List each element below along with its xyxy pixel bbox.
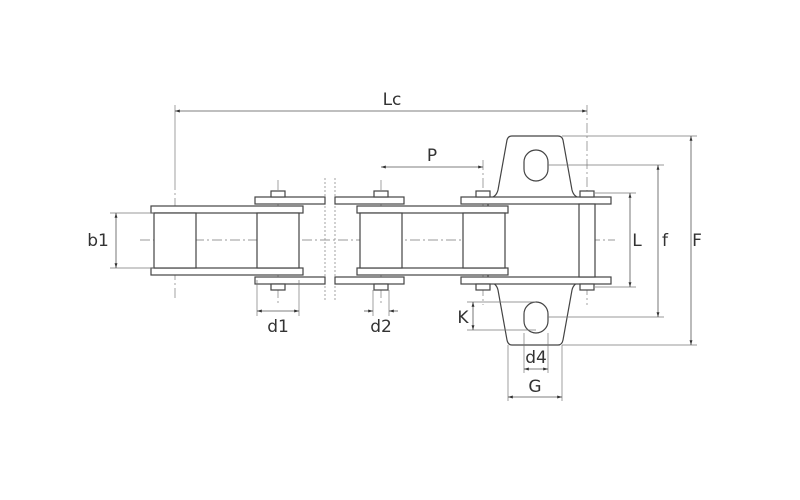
label-L: L <box>632 231 642 251</box>
rollers <box>153 203 596 278</box>
dimension-lines <box>114 109 693 399</box>
attachment-plate <box>487 135 583 346</box>
pin-heads <box>270 190 595 291</box>
label-K: K <box>457 308 469 328</box>
attachment-hole-bottom <box>523 301 549 334</box>
inner-plates <box>150 205 509 276</box>
label-P: P <box>427 146 437 166</box>
label-F: F <box>692 231 702 251</box>
bushing <box>578 203 596 278</box>
label-Lc: Lc <box>383 90 402 110</box>
label-d4: d4 <box>525 348 547 368</box>
label-d2: d2 <box>370 317 392 337</box>
label-b1: b1 <box>87 231 109 251</box>
extension-lines <box>110 105 697 401</box>
dimension-labels: Lc P b1 d1 d2 L f F K d4 G <box>87 90 702 397</box>
label-G: G <box>528 377 541 397</box>
attachment-hole-top <box>523 149 549 182</box>
label-f: f <box>662 231 669 251</box>
outer-plates <box>254 196 612 285</box>
label-d1: d1 <box>267 317 289 337</box>
